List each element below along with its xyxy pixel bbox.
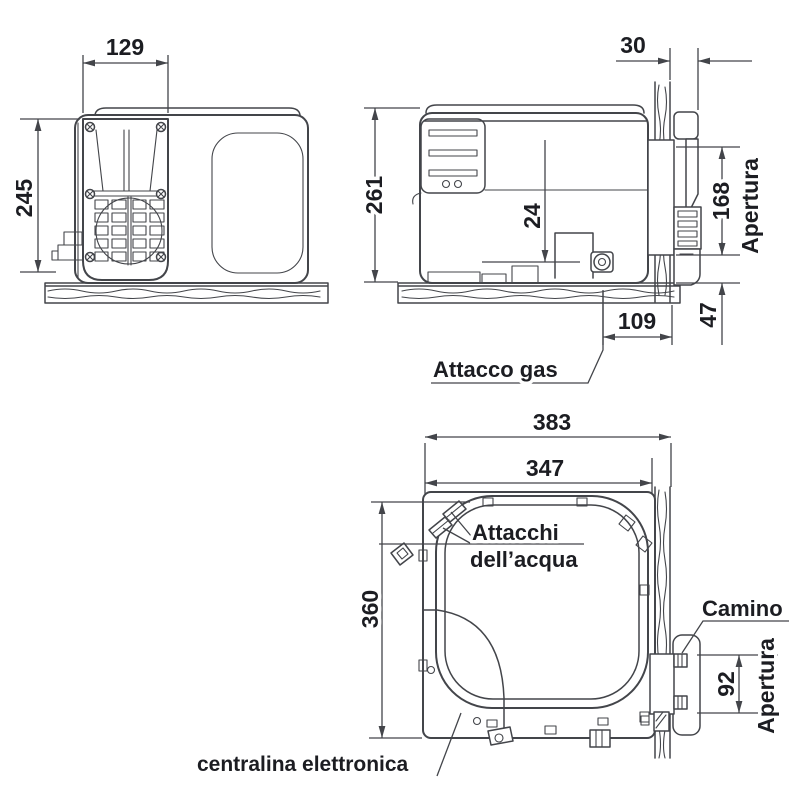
front-inner-contour <box>211 132 304 274</box>
top-tank-outer <box>435 495 649 709</box>
side-control-box-slots <box>428 129 478 177</box>
dim-side-height-text: 261 <box>361 176 387 215</box>
top-mounting-plate <box>422 491 656 739</box>
front-floor-texture <box>47 288 321 300</box>
dim-aperture-text: 168 <box>708 182 734 221</box>
top-chimney-bracket <box>649 653 675 715</box>
top-bottom-connectors <box>487 726 611 748</box>
water-label-line1: Attacchi <box>472 520 559 545</box>
top-chimney-cowl <box>672 634 701 736</box>
dim-aperture-ext <box>676 146 740 256</box>
front-shroud-panel-lines <box>86 129 166 197</box>
front-drain-fitting <box>51 231 84 261</box>
dim-gas-to-wall-text: 109 <box>618 308 656 334</box>
top-view: 383 347 360 92 Apertura Camino Attacchi … <box>194 406 789 780</box>
dim-floor-gap-text: 47 <box>695 302 721 328</box>
top-tank-clips <box>418 497 653 735</box>
front-fan-circle <box>95 197 163 265</box>
chimney-label-leader <box>681 620 789 654</box>
dim-depth-ext <box>369 501 470 739</box>
dim-gas-height-text: 24 <box>519 203 545 229</box>
dim-aperture-width-text: 92 <box>713 671 739 697</box>
water-label-leader <box>379 511 584 545</box>
front-lid <box>94 107 301 116</box>
side-base-steps <box>427 265 539 284</box>
side-floor-texture <box>401 288 675 300</box>
side-view: 30 261 24 168 Apertura 47 109 Attacco ga… <box>358 29 767 386</box>
side-gas-fitting <box>593 253 611 271</box>
side-aperture-label: Apertura <box>737 158 763 254</box>
dim-overall-width-text: 383 <box>533 409 571 435</box>
top-chimney-assembly <box>649 634 701 736</box>
top-control-screw2 <box>472 716 482 726</box>
side-chimney-cowl <box>673 111 702 286</box>
dim-front-width-text: 129 <box>106 34 144 60</box>
control-label-leader <box>436 712 462 777</box>
side-wire-hook <box>412 192 422 205</box>
front-body <box>74 114 309 284</box>
side-control-led <box>441 179 451 189</box>
dim-wall-offset-text: 30 <box>620 32 646 58</box>
top-tank-inner <box>444 504 640 700</box>
water-label-line2: dell’acqua <box>470 547 578 572</box>
top-aperture-label: Apertura <box>753 638 779 734</box>
control-unit-label: centralina elettronica <box>197 753 409 776</box>
chimney-label: Camino <box>702 596 783 621</box>
gas-label-leader <box>431 290 604 384</box>
front-screws <box>84 121 167 263</box>
top-water-fittings <box>390 500 467 566</box>
side-gas-fitting-bore <box>597 257 607 267</box>
top-control-cover <box>423 609 505 739</box>
side-flue-duct <box>647 139 675 256</box>
front-view: 129 245 <box>8 31 329 304</box>
side-lid <box>423 104 647 122</box>
dim-body-width-text: 347 <box>526 455 564 481</box>
side-control-led2 <box>453 179 463 189</box>
dim-front-height-text: 245 <box>11 179 37 218</box>
dim-depth-text: 360 <box>357 590 383 628</box>
gas-connection-label: Attacco gas <box>433 357 558 382</box>
side-control-box <box>420 118 486 194</box>
